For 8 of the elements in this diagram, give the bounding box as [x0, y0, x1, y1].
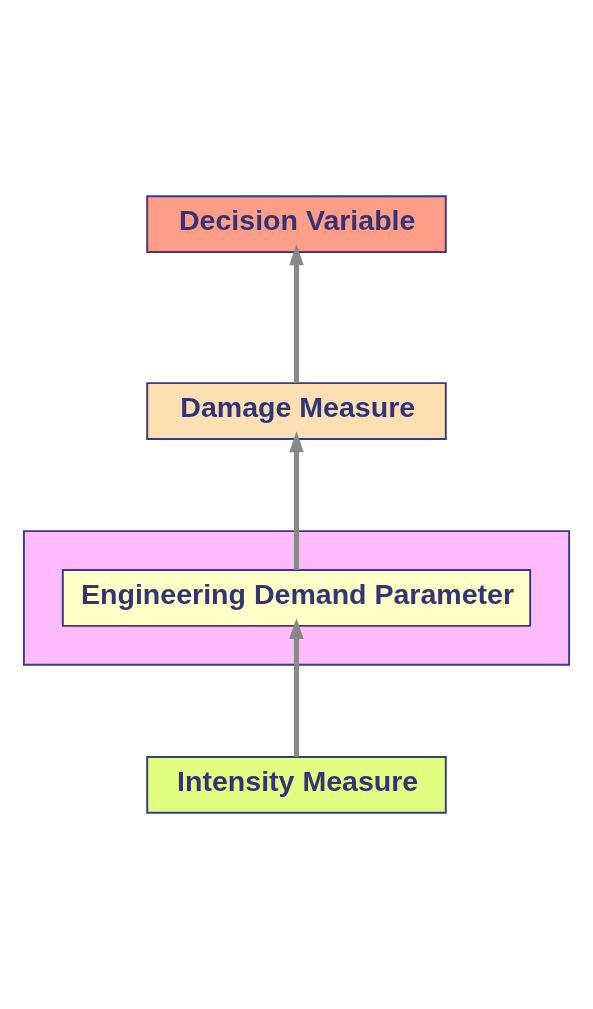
- cluster: [22, 530, 571, 666]
- node-box: Decision Variable: [146, 195, 447, 253]
- node-box: Damage Measure: [146, 382, 447, 440]
- arrow: [289, 244, 304, 383]
- arrow: [289, 618, 304, 757]
- arrow: [289, 431, 304, 570]
- node-box: Intensity Measure: [146, 756, 447, 814]
- node-box: Engineering Demand Parameter: [61, 569, 532, 627]
